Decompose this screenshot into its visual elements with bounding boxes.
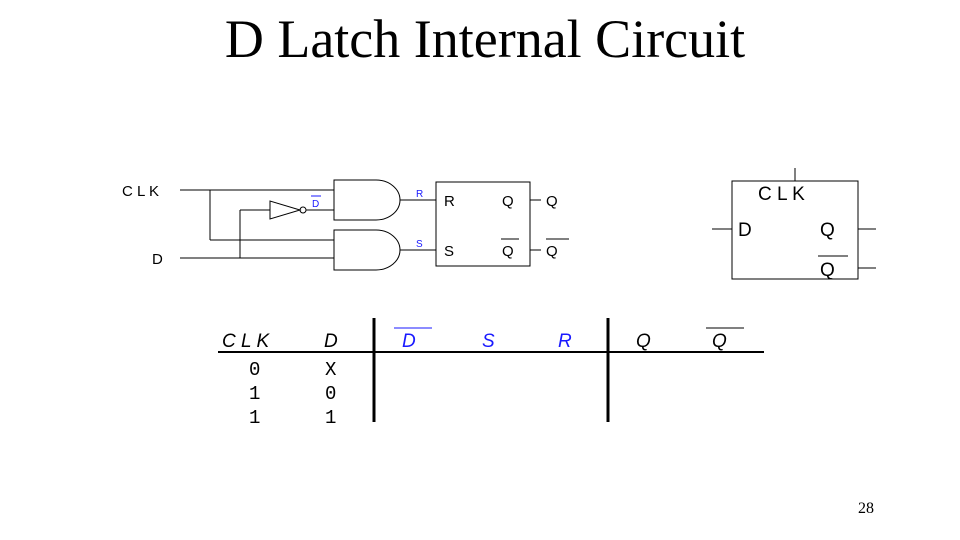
sr-q-label: Q: [502, 193, 514, 210]
header-s: S: [482, 331, 495, 352]
symbol-d-label: D: [738, 220, 752, 241]
and-bottom-output-label: S: [416, 239, 423, 250]
latch-symbol: C L K D Q Q: [712, 168, 876, 281]
header-dbar: D: [402, 331, 416, 352]
sr-s-label: S: [444, 243, 454, 260]
q-output-label: Q: [546, 193, 558, 210]
sr-qbar-label: Q: [502, 243, 514, 260]
cell-d: 1: [325, 407, 336, 429]
sr-r-label: R: [444, 193, 455, 210]
header-qbar: Q: [712, 331, 727, 352]
and-top-output-label: R: [416, 189, 423, 200]
cell-clk: 1: [249, 407, 260, 429]
page-number: 28: [858, 500, 874, 517]
page-title: D Latch Internal Circuit: [224, 9, 746, 69]
clk-input-label: C L K: [122, 183, 159, 200]
sr-latch-box: [435, 181, 531, 267]
cell-clk: 1: [249, 383, 260, 405]
and-gate-top: [333, 179, 401, 221]
table-row: 1 0: [249, 383, 336, 405]
cell-clk: 0: [249, 359, 260, 381]
table-row: 1 1: [249, 407, 336, 429]
inverter-output-label: D: [312, 199, 319, 210]
header-d: D: [324, 331, 338, 352]
symbol-q-label: Q: [820, 220, 835, 241]
cell-d: 0: [325, 383, 336, 405]
d-input-label: D: [152, 251, 163, 268]
and-gate-bottom: [333, 229, 401, 271]
symbol-clk-label: C L K: [758, 184, 805, 205]
inverter-gate: [269, 200, 302, 220]
table-row: 0 X: [249, 359, 337, 381]
header-r: R: [558, 331, 572, 352]
symbol-qbar-label: Q: [820, 260, 835, 281]
header-clk: C L K: [222, 331, 271, 352]
qbar-output-label: Q: [546, 243, 558, 260]
latch-circuit: C L K D D R S R S Q Q Q Q: [122, 179, 569, 271]
header-q: Q: [636, 331, 651, 352]
truth-table: C L K D D S R Q Q 0 X 1 0 1 1: [218, 318, 764, 429]
cell-d: X: [325, 359, 337, 381]
